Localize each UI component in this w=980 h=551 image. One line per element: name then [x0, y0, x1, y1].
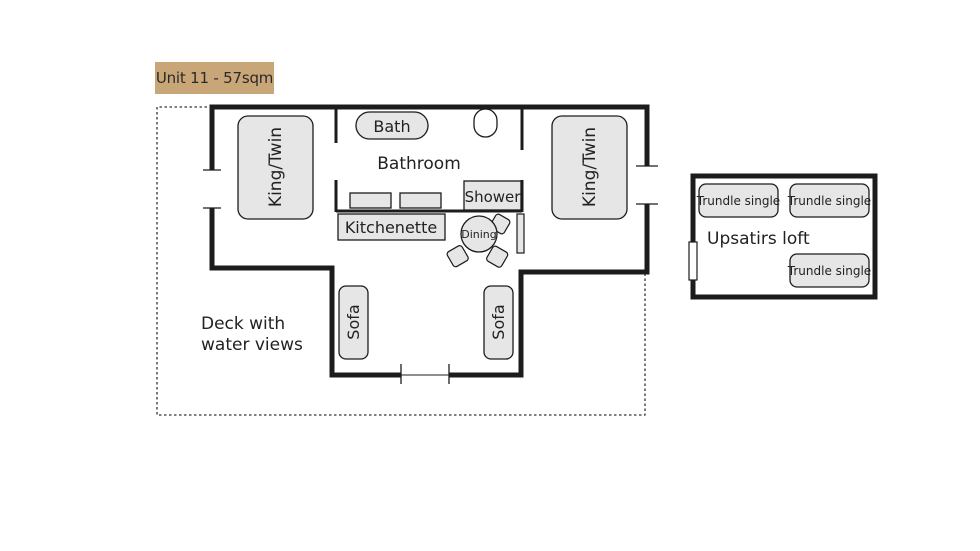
dining-label: Dining — [461, 228, 497, 241]
left-window — [203, 169, 221, 209]
fridge — [516, 213, 525, 254]
kitchenette-label: Kitchenette — [345, 218, 437, 237]
loft-bed-1-label: Trundle single — [696, 194, 780, 208]
kitchenette-bench — [337, 213, 446, 241]
bathroom-label: Bathroom — [377, 154, 461, 174]
bed-right — [551, 115, 628, 220]
deck-outline — [156, 106, 646, 416]
sofa-left-label: Sofa — [344, 304, 363, 339]
right-window — [636, 165, 658, 205]
loft-bed-3-label: Trundle single — [787, 264, 871, 278]
deck-label-line2: water views — [201, 335, 303, 355]
sofa-right-label: Sofa — [489, 304, 508, 339]
unit-title-badge: Unit 11 - 57sqm — [155, 62, 274, 94]
bed-right-label: King/Twin — [580, 127, 600, 207]
shower-label: Shower — [465, 188, 522, 206]
loft-window — [688, 241, 698, 281]
loft-bed-3 — [789, 253, 870, 288]
dining-chair-2 — [446, 245, 469, 268]
bottom-door — [400, 364, 450, 384]
bath-tub — [355, 111, 429, 140]
deck-label-line1: Deck with — [201, 314, 285, 334]
bed-left-label: King/Twin — [266, 127, 286, 207]
dining-chair-3 — [486, 245, 509, 268]
loft-bed-1 — [698, 183, 779, 218]
sofa-left — [338, 285, 369, 360]
shower-box — [463, 180, 522, 211]
dining-table — [460, 215, 498, 253]
sofa-right — [483, 285, 514, 360]
vanity-sink-1 — [349, 192, 392, 209]
vanity-sink-2 — [399, 192, 442, 209]
bath-label: Bath — [373, 117, 410, 136]
loft-bed-2 — [789, 183, 870, 218]
loft-label: Upsatirs loft — [707, 229, 810, 249]
loft-bed-2-label: Trundle single — [787, 194, 871, 208]
toilet — [473, 108, 498, 138]
main-unit-walls — [209, 104, 650, 378]
bed-left — [237, 115, 314, 220]
